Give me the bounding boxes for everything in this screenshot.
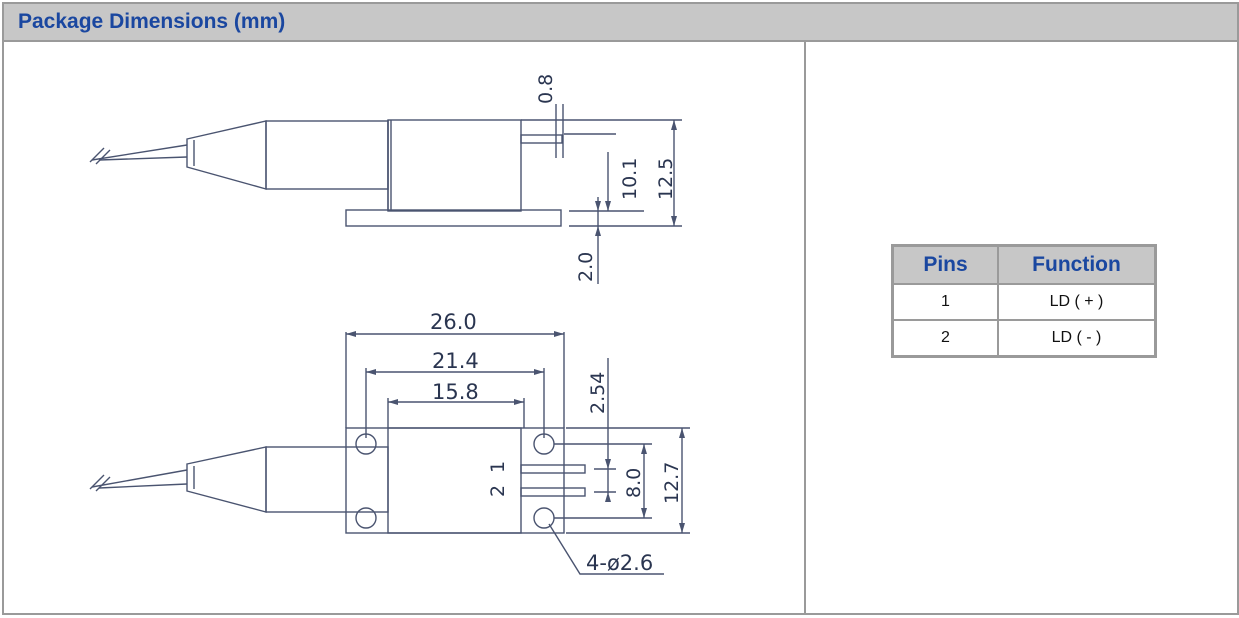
dim-holes-label: 4-ø2.6 — [586, 551, 653, 575]
body-joint — [387, 120, 392, 211]
pin-function-cell: LD ( + ) — [997, 283, 1157, 321]
dim-width-26-label: 26.0 — [430, 310, 477, 334]
mount-hole — [533, 507, 555, 529]
pins-header: Pins — [891, 244, 999, 285]
dim-span-ext — [554, 443, 652, 519]
pin-2-label: 2 — [487, 485, 509, 497]
fiber-line-upper — [91, 469, 188, 488]
panel-header: Package Dimensions (mm) — [4, 4, 1237, 42]
fiber-boot-taper — [186, 446, 267, 513]
base-plate-top — [345, 427, 565, 534]
fiber-line-lower — [98, 156, 188, 161]
dim-span-label: 8.0 — [623, 468, 645, 498]
arrow — [671, 120, 677, 130]
dim-width-26-ext — [345, 332, 565, 428]
side-pin — [520, 134, 563, 144]
dim-total-height-label: 12.5 — [655, 158, 677, 200]
dim-pitch-label: 2.54 — [587, 372, 609, 414]
arrow — [388, 399, 398, 405]
pin-1 — [520, 464, 586, 474]
dim-lead-label: 0.8 — [535, 74, 557, 104]
dim-width-21-label: 21.4 — [432, 349, 479, 373]
fiber-line-upper — [91, 144, 188, 161]
dimension-drawing: 0.8 10.1 12.5 2.0 26.0 21.4 15.8 2.54 8.… — [4, 42, 804, 613]
base-plate — [345, 209, 562, 227]
function-header: Function — [997, 244, 1157, 285]
dim-width-15-ext — [387, 398, 525, 428]
pin-1-label: 1 — [487, 461, 509, 473]
pin-number-cell: 1 — [891, 283, 999, 321]
arrow — [605, 201, 611, 211]
table-header-row: Pins Function — [891, 244, 1157, 285]
arrow — [605, 492, 611, 502]
panel-divider — [804, 42, 806, 613]
pin-2 — [520, 487, 586, 497]
pin-number-cell: 2 — [891, 319, 999, 358]
arrow — [366, 369, 376, 375]
dim-body-height-label: 10.1 — [619, 158, 641, 200]
pin-function-cell: LD ( - ) — [997, 319, 1157, 358]
dim-height-ext — [566, 427, 690, 534]
arrow — [534, 369, 544, 375]
arrow — [641, 508, 647, 518]
arrow — [605, 459, 611, 469]
arrow — [671, 216, 677, 226]
module-body — [387, 119, 522, 212]
fiber-break-mark — [89, 474, 111, 492]
arrow — [554, 331, 564, 337]
dim-pitch-ext — [594, 468, 616, 493]
ferrule-tube — [265, 446, 389, 513]
arrow — [595, 201, 601, 211]
pins-function-table: Pins Function 1 LD ( + ) 2 LD ( - ) — [891, 244, 1157, 358]
arrow — [679, 523, 685, 533]
arrow — [346, 331, 356, 337]
ferrule-tube — [265, 120, 389, 190]
dim-width-15-label: 15.8 — [432, 380, 479, 404]
module-body-top — [387, 427, 522, 534]
side-view — [89, 104, 682, 284]
dimension-drawing-svg: 0.8 10.1 12.5 2.0 26.0 21.4 15.8 2.54 8.… — [89, 74, 690, 575]
arrow — [641, 444, 647, 454]
arrow — [679, 428, 685, 438]
dim-height-label: 12.7 — [661, 462, 683, 504]
dim-width-21-ext — [365, 368, 545, 438]
hole-leader — [548, 523, 664, 575]
mount-hole — [355, 507, 377, 529]
fiber-line-lower — [98, 483, 188, 489]
fiber-boot-taper — [186, 120, 267, 190]
dim-base-label: 2.0 — [575, 252, 597, 282]
arrow — [514, 399, 524, 405]
table-row: 2 LD ( - ) — [891, 319, 1157, 358]
arrow — [595, 226, 601, 236]
table-row: 1 LD ( + ) — [891, 283, 1157, 321]
top-view — [89, 332, 690, 575]
panel-title: Package Dimensions (mm) — [18, 10, 286, 33]
fiber-break-mark — [89, 147, 111, 165]
